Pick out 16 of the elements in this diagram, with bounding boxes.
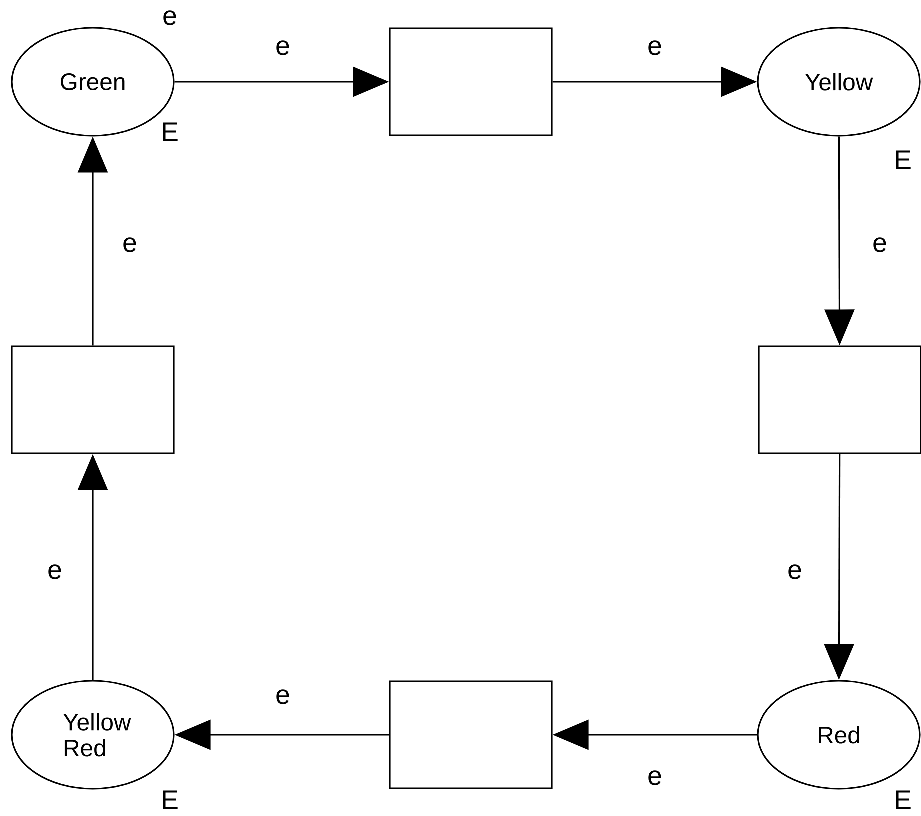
edge-label: e: [46, 564, 64, 580]
edge-label: e: [122, 236, 138, 254]
transition-box: [389, 28, 553, 136]
edge-label: e: [872, 236, 888, 254]
transition-box: [11, 346, 175, 454]
state-label: E: [896, 150, 911, 170]
state-label: e: [164, 10, 176, 26]
transition-box: [758, 346, 921, 454]
edge-label: e: [274, 688, 292, 706]
transition-box: [389, 680, 553, 790]
state-label: E: [163, 790, 178, 810]
edge-label: e: [646, 40, 664, 56]
edge-label: e: [646, 770, 664, 786]
edge-label: e: [786, 564, 804, 580]
edge-label: e: [274, 40, 292, 56]
state-label: E: [896, 790, 911, 810]
